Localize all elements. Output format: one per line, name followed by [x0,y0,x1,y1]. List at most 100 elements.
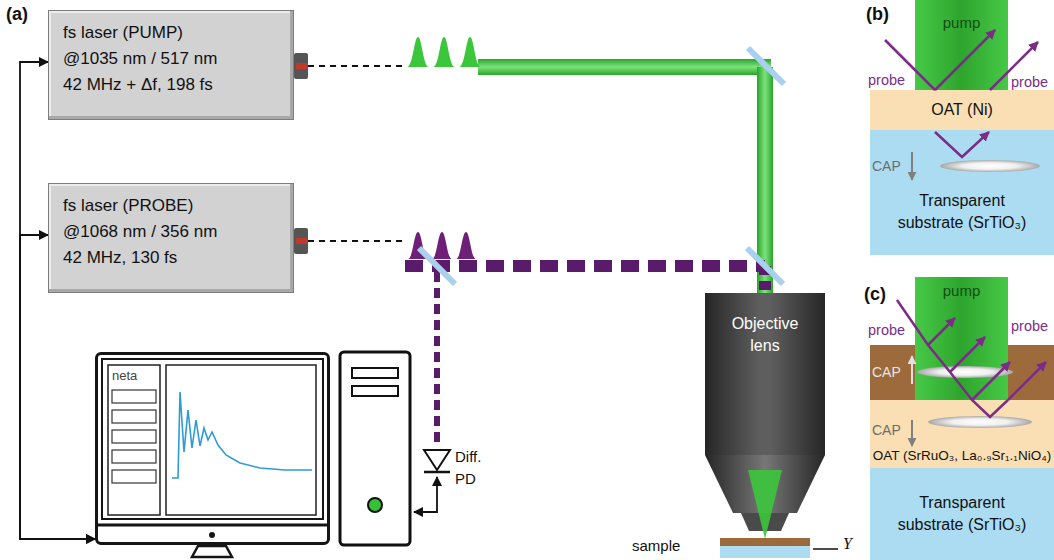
direction-arrow [911,152,913,180]
software-button [112,450,156,463]
pump-region-text: pump [943,282,981,299]
monitor-stand [192,546,232,557]
monitor-screen-text: neta [112,368,327,383]
direction-arrow [911,356,913,384]
laser-box-text: @1035 nm / 517 nm [63,46,279,72]
software-button [112,430,156,443]
detector-label: Diff. PD [455,446,497,490]
axis-line [813,548,838,550]
pump-region: pump [915,277,1008,400]
strain-pulse [940,160,1040,172]
pulse [459,37,481,67]
axis-label: Y [843,535,852,553]
sample-substrate [720,546,810,558]
sync-connector [20,62,95,539]
strain-pulse [928,416,1032,428]
beam-splitter [419,248,455,284]
monitor-screen: neta [95,352,330,545]
software-panel [108,365,160,515]
laser-aperture [294,53,308,79]
transducer-layer-text: OAT (SrRuO₃, La₀.₉Sr₁.₁NiO₄) [873,448,1051,464]
monitor-screen [102,359,323,519]
software-button [112,470,156,483]
probe-label-text: probe [868,72,905,88]
probe-label: probe [868,322,905,338]
dichroic-mirror [747,248,783,284]
drive-slot [352,386,398,396]
pump-region: pump [915,0,1008,90]
software-buttons [112,390,156,483]
panel-label-text: (a) [6,4,28,25]
mirror [748,48,784,84]
probe-label: probe [1011,318,1048,334]
photodiode-symbol [424,450,450,470]
sample-film [720,538,810,546]
substrate-layer-text: Transparent substrate (SrTiO₃) [887,190,1037,234]
probe-ray [897,300,1008,417]
probe-beam [434,272,440,446]
signal-wire [414,477,437,512]
probe-ray [950,337,985,372]
transducer-layer-text: OAT (Ni) [931,101,993,119]
signal-trace [172,392,312,478]
detector-label-text: Diff. PD [455,446,497,490]
photodiode-symbol [424,471,450,474]
panel-label: (b) [866,4,889,25]
sample-label: sample [632,537,680,554]
laser-box: fs laser (PROBE)@1068 nm / 356 nm42 MHz,… [48,183,294,293]
pump-beam [478,59,771,75]
plot-panel [166,365,316,515]
probe-ray [935,30,995,90]
beam-path [308,65,405,67]
panel-label: (a) [6,4,28,25]
cap-label: CAP [872,158,901,174]
cap-label-text: CAP [872,158,901,174]
beam-path [308,240,405,242]
substrate-layer: Transparent substrate (SrTiO₃) [870,130,1054,255]
panel-label-text: (b) [866,4,889,25]
computer-tower [340,352,410,545]
power-light [368,498,382,512]
laser-box-text: 42 MHz + Δf, 198 fs [63,72,279,98]
objective-lens: Objective lens [705,293,825,455]
pulse [407,37,429,67]
substrate-layer: Transparent substrate (SrTiO₃) [870,468,1054,560]
probe-ray [1008,362,1046,400]
transducer-layer: OAT (Ni) [870,90,1054,130]
direction-arrow [911,420,913,446]
cap-label: CAP [872,364,901,380]
laser-box: fs laser (PUMP)@1035 nm / 517 nm42 MHz +… [48,10,294,120]
software-button [112,390,156,403]
probe-label: probe [868,72,905,88]
pulse [432,232,452,259]
laser-aperture [296,63,308,69]
pump-region-text: pump [943,14,981,31]
drive-slot [352,368,398,378]
probe-label-text: probe [1011,318,1048,334]
laser-aperture [294,228,308,254]
pulse [456,232,476,259]
probe-label: probe [1011,74,1048,90]
probe-ray [972,362,1010,400]
laser-box-text: fs laser (PROBE) [63,193,279,219]
probe-label-text: probe [868,322,905,338]
monitor-button [209,532,215,538]
sample-label-text: sample [632,537,680,554]
probe-ray [935,132,989,157]
axis-label-text: Y [843,535,852,553]
cap-label-text: CAP [872,364,901,380]
pump-pulses [407,37,481,67]
pulse [433,37,455,67]
focused-beam [748,470,782,539]
software-button [112,410,156,423]
cap-label-text: CAP [872,422,901,438]
cap-label: CAP [872,422,901,438]
probe-beam [405,260,765,272]
panel-label: (c) [864,284,886,305]
probe-pulses [408,232,476,259]
laser-aperture [296,238,308,244]
laser-box-text: @1068 nm / 356 nm [63,219,279,245]
laser-box-text: fs laser (PUMP) [63,20,279,46]
panel-label-text: (c) [864,284,886,305]
